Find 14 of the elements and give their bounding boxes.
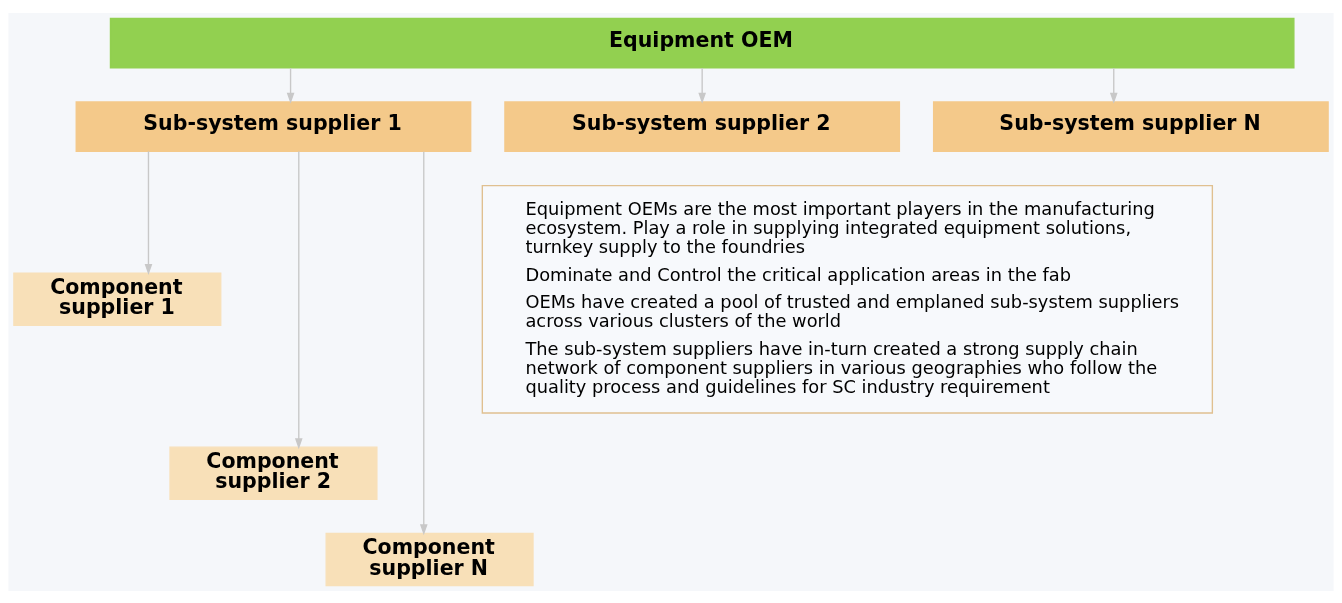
- node-box: Sub-system supplier 2: [504, 100, 901, 152]
- node-box: Component supplier N: [325, 532, 534, 586]
- node-box: Component supplier 1: [13, 272, 222, 326]
- arrow: [698, 67, 706, 104]
- node-box: Equipment OEMs are the most important players in the manufacturing ecosystem. Play a role in supplying integrated equipment solutions, turnkey supply to the foundries Dominate and Control the critical application areas in the fab OEMs have created a pool of trusted and emplaned sub-system suppliers across various clusters of the world The sub-system suppliers have in-turn created a strong supply chain network of component suppliers in various geographies who follow the quality process and guidelines for SC industry requirement: [481, 184, 1214, 414]
- arrow: [294, 150, 303, 449]
- node-box: Sub-system supplier N: [932, 100, 1329, 152]
- arrow: [1109, 67, 1118, 104]
- node-box: Component supplier 2: [169, 446, 378, 500]
- node-box: Equipment OEM: [109, 17, 1295, 68]
- arrow: [286, 67, 295, 104]
- arrow: [419, 150, 428, 535]
- arrow: [144, 150, 153, 275]
- node-box: Sub-system supplier 1: [75, 100, 472, 152]
